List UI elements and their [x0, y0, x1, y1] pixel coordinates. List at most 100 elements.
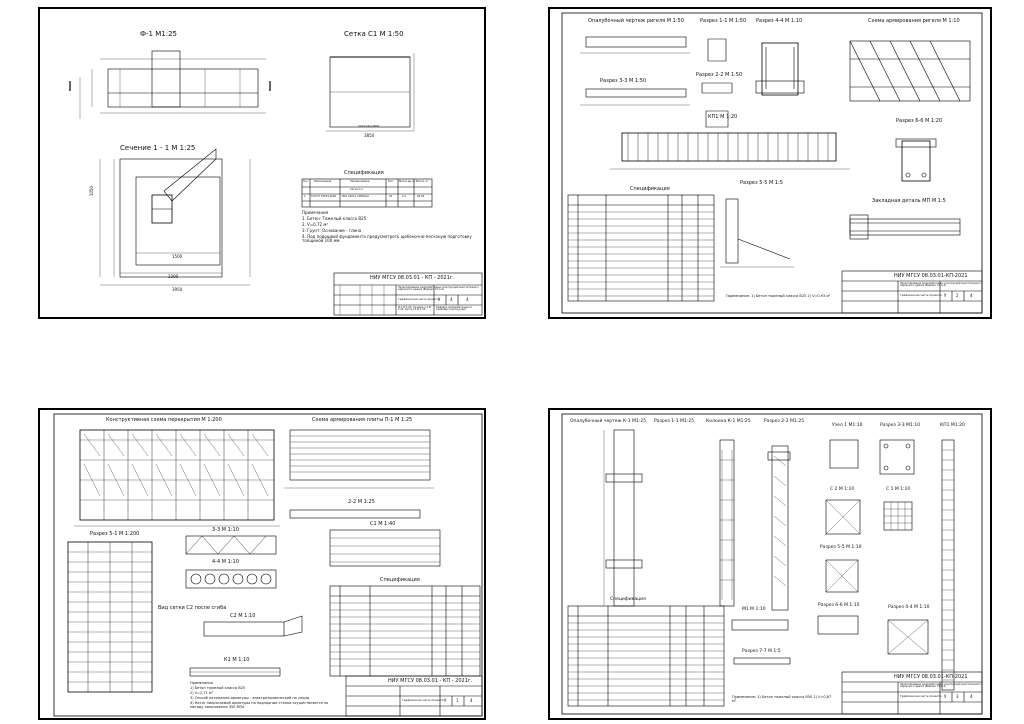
- spec-title: Спецификация: [344, 170, 384, 176]
- s3-t7: С1 М 1:40: [370, 521, 396, 527]
- s3-stamp-n1: 1: [456, 698, 459, 703]
- s4-t13: М1 М 1:10: [742, 607, 766, 612]
- setka-title: Сетка С1 М 1:50: [344, 30, 404, 38]
- s3-spec-title: Спецификация: [380, 577, 420, 583]
- s4-t2: Разрез 1-1 М1:25: [654, 419, 695, 424]
- fundament-title: Ф-1 М1:25: [140, 30, 177, 38]
- spec-r0-name: Сетка С-1: [350, 188, 363, 191]
- drawing-sheet-4: Опалубочный чертеж К-1 М1:25 Разрез 1-1 …: [548, 408, 992, 720]
- stamp-org: Кафедра железобетонных и каменных констр…: [436, 306, 472, 312]
- s2-stamp-n1: 2: [956, 293, 959, 298]
- s3-stamp-n0: У: [444, 698, 447, 703]
- s3-note-4: 4) Натяг напрягаемой арматуры на подпорн…: [190, 701, 329, 709]
- s2-t5: Разрез 2-2 М 1:50: [696, 72, 743, 78]
- s2-t7: КП1 М 1:20: [708, 114, 738, 120]
- note-1: 1. Бетон: Тяжелый класса В25: [302, 216, 367, 221]
- spec-r1-mass: 2,4: [402, 195, 406, 198]
- stamp-sheet: Ф-1 М 1:25, Сечение 1-1 М 1:25, Сетка С1…: [398, 306, 432, 312]
- s3-t5: 2-2 М 1:25: [348, 499, 375, 505]
- dim-3850: 3850: [364, 133, 375, 138]
- spec-r1-pos: 1: [304, 195, 306, 198]
- stamp-n0: У: [438, 297, 441, 302]
- note-4: 4. Под подошвой фундамента предусмотреть…: [302, 234, 472, 243]
- s3-note-1: 1) Бетон тяжелый класса В25: [190, 686, 246, 690]
- s2-t1: Опалубочный чертеж ригеля М 1:50: [588, 18, 684, 24]
- s3-t1: Конструктивная схема перекрытия М 1:200: [106, 417, 222, 423]
- note-2: 2. V=0,72 м³: [302, 222, 328, 227]
- s3-t8: Вид сетки С2 после сгиба: [158, 605, 227, 611]
- s3-t10: К1 М 1:10: [224, 657, 250, 663]
- s3-t2: Схема армирования плиты П-1 М 1:25: [312, 417, 413, 423]
- sheet1-drawing: [69, 50, 483, 316]
- s2-spec-title: Спецификация: [630, 186, 670, 192]
- note-0: Примечания: [302, 210, 329, 215]
- s2-stamp-n0: У: [944, 293, 947, 298]
- s4-stamp-n1: 3: [956, 694, 959, 699]
- dim-mesh: 200х19=3800: [358, 124, 380, 128]
- s4-stamp-desc: Проектирование железобетонных конструкци…: [900, 683, 981, 689]
- sheet4-drawing: [561, 413, 983, 715]
- s3-stamp-code: НИУ МГСУ 08.03.01 - КП - 2021г.: [388, 678, 473, 684]
- sheet2-drawing: [561, 12, 983, 314]
- s3-note-0: Примечания: [190, 681, 213, 685]
- s4-t9: С 2 М 1:10: [830, 487, 855, 492]
- spec-r1-name: Ø10 А500 L=3850мм: [342, 195, 369, 198]
- s2-stamp-n2: 4: [970, 293, 973, 298]
- s4-stamp-n0: У: [944, 694, 947, 699]
- spec-r1-code: ГОСТ Р 52544-2006: [311, 195, 337, 198]
- spec-h4: Масса ед.,кг: [399, 180, 416, 183]
- s4-stamp-n2: 4: [970, 694, 973, 699]
- note-3: 3. Грунт: Основание - глина: [302, 228, 362, 233]
- drawing-sheet-3: Конструктивная схема перекрытия М 1:200 …: [38, 408, 486, 720]
- dim-2300: 2300: [168, 274, 179, 279]
- s2-t8: Разрез 6-6 М 1:20: [896, 118, 943, 124]
- s2-t3: Разрез 4-4 М 1:10: [756, 18, 803, 24]
- spec-h0: Поз.: [303, 180, 309, 183]
- drawing-sheet-2: Опалубочный чертеж ригеля М 1:50 Разрез …: [548, 7, 992, 319]
- s4-spec-title: Спецификация: [610, 597, 646, 602]
- s3-t4: 3-3 М 1:10: [212, 527, 239, 533]
- s2-note: Примечание: 1) Бетон тяжелый класса В25 …: [726, 294, 831, 298]
- s4-stamp-code: НИУ МГСУ 08.03.01-КП-2021: [894, 674, 968, 680]
- spec-r1-total: 95,04: [417, 195, 425, 198]
- spec-h1: Обозначение: [314, 180, 332, 183]
- drawing-sheet-1: Ф-1 М1:25 Сетка С1 М 1:50 Сечение 1 - 1 …: [38, 7, 486, 319]
- s4-t4: Разрез 2-2 М1:25: [764, 419, 805, 424]
- spec-h2: Наименование: [350, 180, 370, 183]
- s4-t3: Колонна К-1 М1:25: [706, 419, 751, 424]
- s4-t7: КП1 М1:20: [940, 423, 965, 428]
- s2-t6: Разрез 3-3 М 1:50: [600, 78, 647, 84]
- dim-1500: 1500: [172, 254, 183, 259]
- s4-stamp-stage: Графическая часть проекта: [900, 694, 942, 698]
- spec-h5: Масса, кг: [416, 180, 429, 183]
- s4-t5: Узел 1 М1:10: [832, 423, 863, 428]
- section-title: Сечение 1 - 1 М 1:25: [120, 144, 196, 152]
- s4-t10: Разрез 5-5 М 1:10: [820, 545, 862, 550]
- s2-t2: Разрез 1-1 М 1:50: [700, 18, 747, 24]
- s4-t8: С 1 М 1:10: [886, 487, 911, 492]
- s4-t12: Разрез 4-4 М 1:10: [888, 605, 930, 610]
- s3-note-2: 2) V=2,71 м³: [190, 691, 213, 695]
- s2-t4: Схема армирования ригеля М 1:10: [868, 18, 960, 24]
- s3-t9: С2 М 1:10: [230, 613, 256, 619]
- stamp-n1: 4: [450, 297, 453, 302]
- s3-t6: 4-4 М 1:10: [212, 559, 239, 565]
- stamp-stage: Графическая часть проекта: [398, 297, 440, 301]
- stamp-code: НИУ МГСУ 08.03.01 - КП - 2021г.: [370, 275, 455, 281]
- s3-note-3: 3) Способ натяжения арматуры - электроте…: [190, 696, 310, 700]
- s4-t14: Разрез 7-7 М 1:5: [742, 649, 781, 654]
- s2-stamp-stage: Графическая часть проекта: [900, 293, 942, 297]
- s4-note: Примечание: 1) Бетон тяжелый класса В50 …: [732, 695, 832, 703]
- s3-t3: Разрез 5-1 М 1:200: [90, 531, 140, 537]
- s3-stamp-stage: Графическая часть проекта: [402, 698, 444, 702]
- s4-t1: Опалубочный чертеж К-1 М1:25: [570, 419, 647, 424]
- spec-h3: Кол.: [388, 180, 394, 183]
- s2-t10: Закладная деталь МП М 1:5: [872, 198, 946, 204]
- s3-stamp-n2: 4: [470, 698, 473, 703]
- s2-t9: Разрез 5-5 М 1:5: [740, 180, 783, 186]
- sheet3-drawing: [53, 413, 483, 717]
- s4-t6: Разрез 3-3 М1:10: [880, 423, 921, 428]
- s2-stamp-desc: Проектирование железобетонных конструкци…: [900, 282, 981, 288]
- dim-1050: 1050: [89, 185, 95, 197]
- spec-r1-qty: 40: [389, 195, 393, 198]
